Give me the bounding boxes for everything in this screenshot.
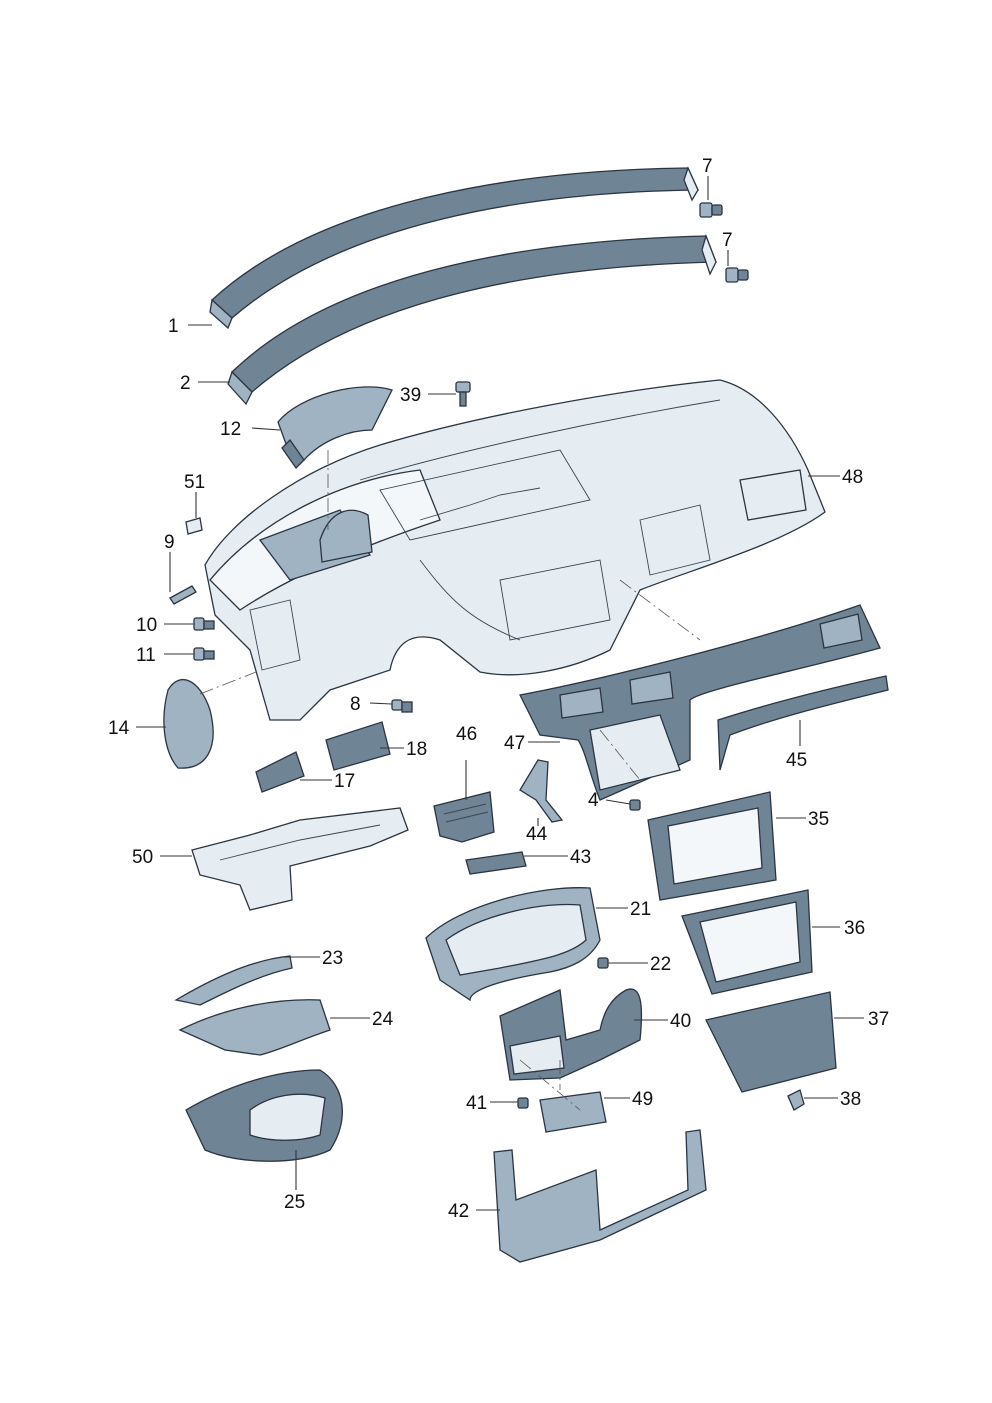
center-frame-47 bbox=[519, 604, 881, 801]
callout-17: 17 bbox=[334, 771, 355, 792]
bolt-11 bbox=[193, 647, 215, 661]
callout-2: 2 bbox=[180, 373, 191, 394]
dashboard-panel-48 bbox=[204, 379, 826, 721]
callout-25: 25 bbox=[284, 1192, 305, 1213]
side-cover-14 bbox=[163, 678, 214, 769]
callout-43: 43 bbox=[570, 847, 591, 868]
callout-labels: 1 2 4 7 7 8 9 10 11 12 14 17 18 21 22 23… bbox=[108, 156, 889, 1222]
callout-7a: 7 bbox=[702, 156, 713, 177]
strip-43 bbox=[465, 851, 527, 875]
callout-23: 23 bbox=[322, 948, 343, 969]
bolt-10 bbox=[193, 617, 215, 631]
callout-41: 41 bbox=[466, 1093, 487, 1114]
display-glass-37 bbox=[705, 991, 837, 1093]
callout-18: 18 bbox=[406, 739, 427, 760]
pin-9 bbox=[169, 585, 197, 605]
callout-47: 47 bbox=[504, 733, 525, 754]
callout-10: 10 bbox=[136, 615, 157, 636]
assembly-axes bbox=[199, 450, 701, 1111]
callout-4: 4 bbox=[588, 790, 599, 811]
callout-50: 50 bbox=[132, 847, 153, 868]
callout-35: 35 bbox=[808, 809, 829, 830]
trim-strip-1 bbox=[209, 166, 700, 330]
callout-45: 45 bbox=[786, 750, 807, 771]
callout-7b: 7 bbox=[722, 230, 733, 251]
bolt-7a bbox=[699, 202, 723, 218]
callout-9: 9 bbox=[164, 532, 175, 553]
trim-strip-45 bbox=[717, 675, 889, 771]
trim-strip-2 bbox=[227, 233, 717, 406]
callout-11: 11 bbox=[136, 645, 156, 666]
air-vent-46 bbox=[433, 791, 495, 843]
callout-12: 12 bbox=[220, 419, 241, 440]
clip-51 bbox=[185, 517, 203, 535]
column-cover-24 bbox=[178, 999, 331, 1056]
bolt-7b bbox=[725, 267, 749, 283]
callout-46: 46 bbox=[456, 724, 477, 745]
column-cover-25 bbox=[185, 1069, 343, 1162]
callout-40: 40 bbox=[670, 1011, 691, 1032]
callout-21: 21 bbox=[630, 899, 651, 920]
cover-17 bbox=[255, 751, 305, 793]
cover-18 bbox=[325, 721, 391, 771]
callout-51: 51 bbox=[184, 472, 205, 493]
callout-39: 39 bbox=[400, 385, 421, 406]
underside-panel-50 bbox=[191, 807, 409, 911]
callout-24: 24 bbox=[372, 1009, 394, 1030]
screw-22 bbox=[597, 957, 609, 969]
leader-lines bbox=[136, 176, 864, 1211]
lower-panel-40 bbox=[499, 988, 643, 1081]
column-trim-23 bbox=[174, 955, 293, 1006]
callout-22: 22 bbox=[650, 954, 671, 975]
clip-38 bbox=[787, 1089, 805, 1111]
callout-48: 48 bbox=[842, 467, 863, 488]
display-frame-36 bbox=[681, 889, 813, 995]
callout-1: 1 bbox=[168, 316, 179, 337]
frame-bracket-42 bbox=[493, 1129, 707, 1263]
screw-4 bbox=[629, 799, 641, 811]
screw-41 bbox=[517, 1097, 529, 1109]
callout-36: 36 bbox=[844, 918, 865, 939]
bolt-8 bbox=[391, 699, 413, 713]
bracket-44 bbox=[519, 759, 564, 823]
callout-14: 14 bbox=[108, 718, 130, 739]
bolt-39 bbox=[455, 381, 471, 407]
callout-44: 44 bbox=[526, 824, 548, 845]
callout-42: 42 bbox=[448, 1201, 469, 1222]
instrument-cover-12 bbox=[277, 386, 393, 470]
callout-38: 38 bbox=[840, 1089, 861, 1110]
instrument-housing-21 bbox=[425, 887, 601, 1002]
callout-49: 49 bbox=[632, 1089, 653, 1110]
display-frame-35 bbox=[647, 791, 777, 901]
callout-37: 37 bbox=[868, 1009, 889, 1030]
callout-8: 8 bbox=[350, 694, 361, 715]
switch-panel-49 bbox=[539, 1091, 607, 1133]
